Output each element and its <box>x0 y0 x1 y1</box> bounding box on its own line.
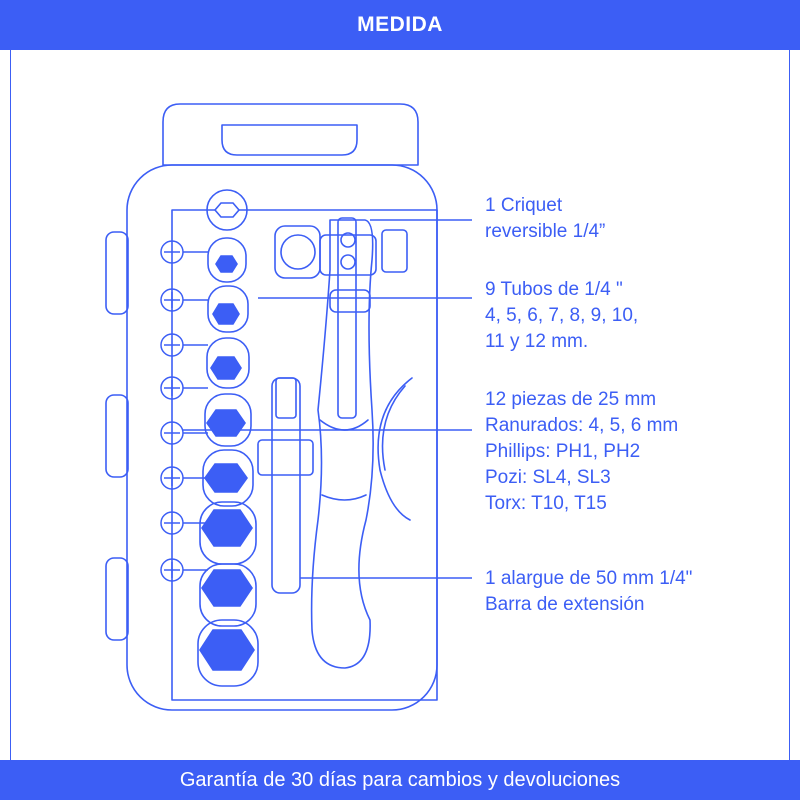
callout-ratchet-line-1: 1 Criquet <box>485 195 563 216</box>
callout-bits-line-1: 12 piezas de 25 mm <box>485 389 657 410</box>
callout-bits-line-4: Pozi: SL4, SL3 <box>485 467 611 488</box>
callout-bits-line-3: Phillips: PH1, PH2 <box>485 441 641 462</box>
bit-slotted-2 <box>160 333 208 357</box>
callout-sockets: 9 Tubos de 1/4 " 4, 5, 6, 7, 8, 9, 10, 1… <box>485 277 638 355</box>
socket-1 <box>206 189 248 231</box>
socket-8 <box>199 563 257 627</box>
socket-2 <box>207 237 247 283</box>
header-bar: MEDIDA <box>0 0 800 50</box>
case-clip-2 <box>105 394 129 478</box>
ratchet-handle <box>310 219 374 669</box>
callout-ratchet-line-2: reversible 1/4” <box>485 221 606 242</box>
socket-6 <box>202 449 254 507</box>
case-hang-hole <box>221 124 358 156</box>
bit-slotted-1 <box>160 240 208 264</box>
bit-slotted-3 <box>160 421 208 445</box>
socket-9 <box>197 619 259 687</box>
footer-bar: Garantía de 30 días para cambios y devol… <box>0 760 800 800</box>
bit-slotted-4 <box>160 511 208 535</box>
case-clip-3 <box>105 557 129 641</box>
header-title: MEDIDA <box>357 13 443 36</box>
callout-bits-line-5: Torx: T10, T15 <box>485 493 607 514</box>
case-inner <box>171 209 438 701</box>
callout-extension-line-2: Barra de extensión <box>485 594 645 615</box>
socket-5 <box>204 393 252 447</box>
socket-7 <box>199 501 257 565</box>
callout-sockets-line-2: 4, 5, 6, 7, 8, 9, 10, <box>485 305 639 326</box>
bit-phillips-2 <box>160 376 208 400</box>
callout-extension: 1 alargue de 50 mm 1/4" Barra de extensi… <box>485 566 692 618</box>
case-hang-tab <box>162 103 419 166</box>
callout-sockets-line-3: 11 y 12 mm. <box>485 331 589 352</box>
callout-sockets-line-1: 9 Tubos de 1/4 " <box>485 279 623 300</box>
callout-bits: 12 piezas de 25 mm Ranurados: 4, 5, 6 mm… <box>485 387 678 517</box>
case-clip-1 <box>105 231 129 315</box>
socket-3 <box>207 285 249 333</box>
bit-phillips-3 <box>160 466 208 490</box>
bit-phillips-1 <box>160 288 208 312</box>
bit-phillips-4 <box>160 558 208 582</box>
callout-extension-line-1: 1 alargue de 50 mm 1/4" <box>485 568 693 589</box>
footer-text: Garantía de 30 días para cambios y devol… <box>179 768 621 791</box>
content-frame <box>10 50 790 760</box>
callout-bits-line-2: Ranurados: 4, 5, 6 mm <box>485 415 679 436</box>
callout-ratchet: 1 Criquet reversible 1/4” <box>485 193 605 245</box>
socket-4 <box>206 337 250 389</box>
